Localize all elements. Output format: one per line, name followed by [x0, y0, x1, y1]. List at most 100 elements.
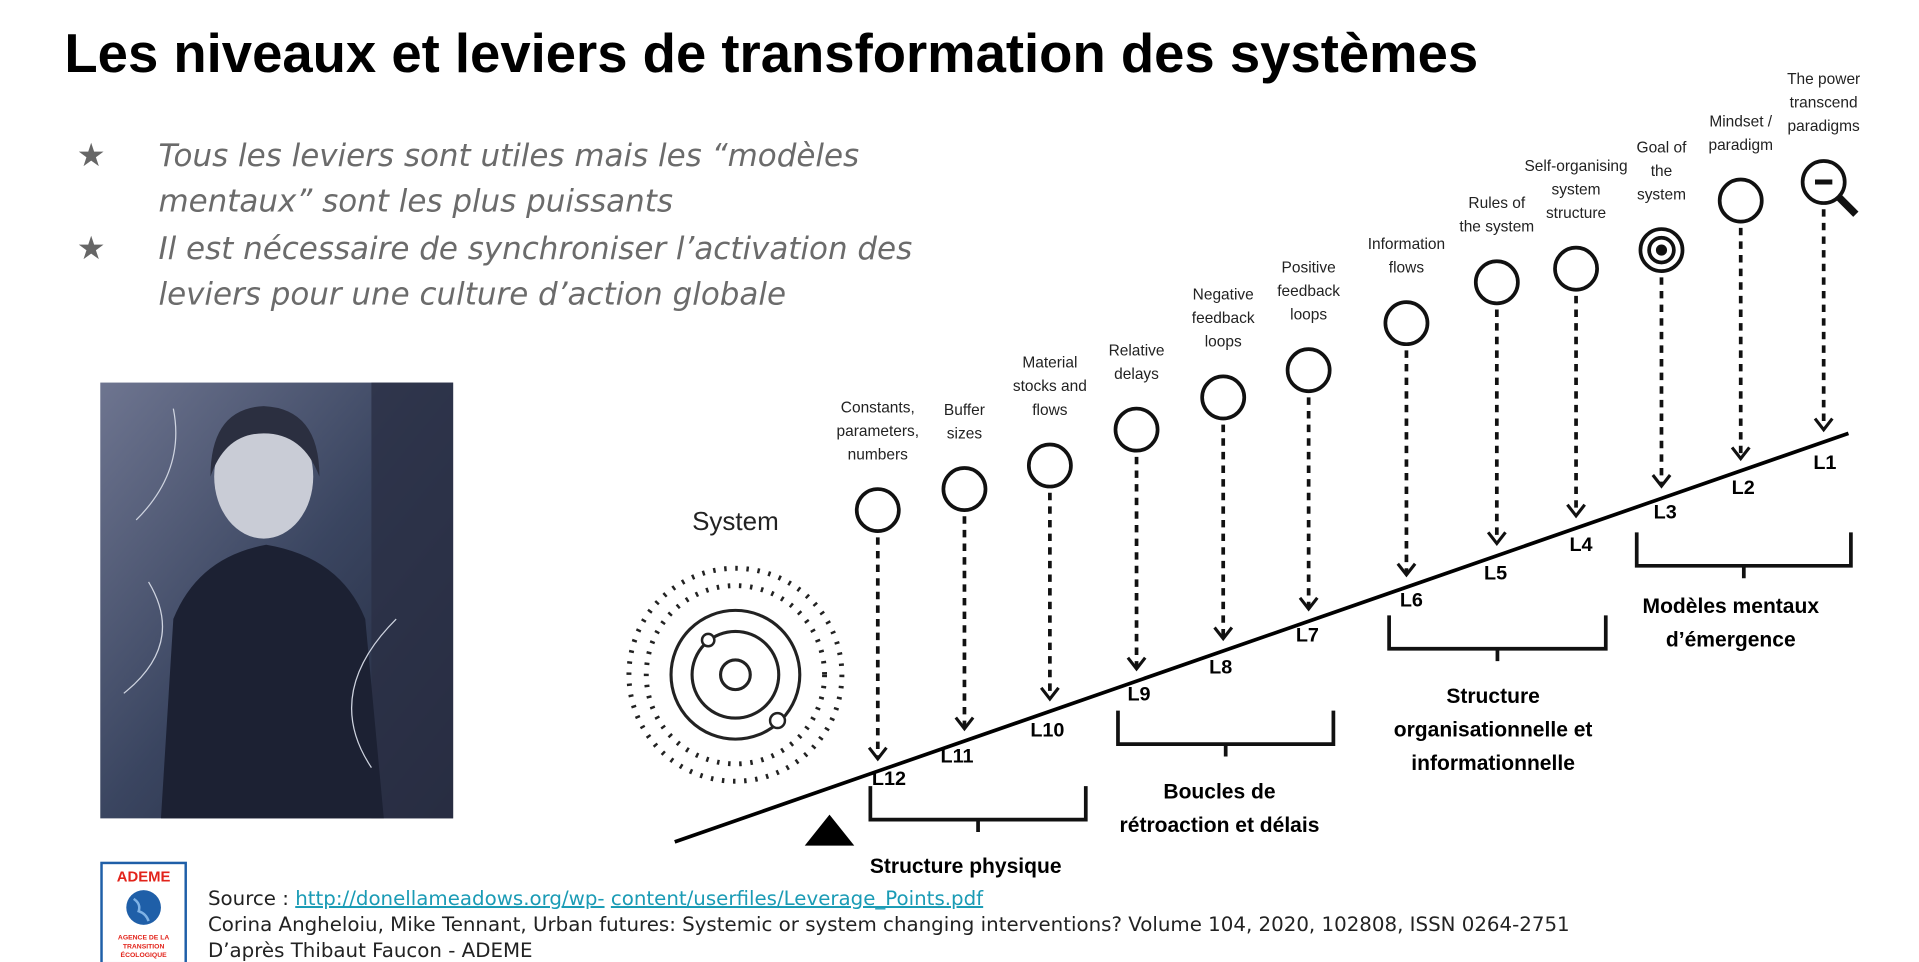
- level-caption: Positive: [1282, 259, 1336, 276]
- level-caption: Information: [1368, 236, 1445, 253]
- group-label: Structure: [1446, 685, 1540, 708]
- svg-text:TRANSITION: TRANSITION: [123, 943, 165, 950]
- level-caption: Constants,: [841, 399, 915, 416]
- citation: Corina Angheloiu, Mike Tennant, Urban fu…: [208, 913, 1570, 936]
- org-chart-icon: [1383, 300, 1430, 347]
- level-caption: Negative: [1193, 287, 1254, 304]
- negative-loop-icon: [1200, 374, 1247, 421]
- level-caption: flows: [1389, 259, 1425, 276]
- bullet-list: ★ Tous les leviers sont utiles mais les …: [77, 136, 912, 313]
- arrow-head-icon: [1566, 503, 1586, 519]
- source-label: Source :: [208, 887, 295, 910]
- bullet-2-line-2: leviers pour une culture d’action global…: [158, 277, 786, 313]
- system-illustration: System: [626, 506, 845, 784]
- sliders-icon: [854, 487, 901, 533]
- level-caption: system: [1552, 181, 1601, 198]
- level-caption: Mindset /: [1709, 113, 1772, 130]
- level-caption: transcend: [1790, 95, 1858, 112]
- arrow-head-icon: [1298, 596, 1319, 612]
- rules-icon: [1473, 259, 1520, 306]
- portrait-photo: [100, 382, 454, 819]
- group-label: Modèles mentaux: [1643, 595, 1820, 618]
- level-caption: structure: [1546, 205, 1606, 222]
- arrow-head-icon: [1813, 417, 1834, 433]
- level-caption: sizes: [947, 425, 983, 442]
- level-caption: paradigms: [1788, 118, 1860, 135]
- system-label: System: [692, 506, 779, 536]
- level-caption: the system: [1459, 219, 1534, 236]
- level-caption: loops: [1205, 334, 1242, 351]
- level-code: L11: [941, 746, 974, 768]
- arrow-head-icon: [1396, 562, 1417, 578]
- group-label: informationnelle: [1411, 752, 1575, 775]
- arrow-head-icon: [1126, 656, 1147, 672]
- level-code: L4: [1569, 534, 1592, 556]
- network-icon: [1553, 245, 1599, 292]
- fulcrum-triangle: [804, 814, 855, 846]
- star-icon: ★: [77, 136, 106, 174]
- group-label: organisationnelle et: [1394, 719, 1593, 742]
- level-caption: The power: [1787, 71, 1860, 88]
- leverage-line: [674, 431, 1850, 844]
- group-bracket: Structure physique: [868, 786, 1088, 878]
- bullet-1-line-2: mentaux” sont les plus puissants: [158, 184, 673, 220]
- level-caption: paradigm: [1708, 137, 1772, 154]
- group-label: Structure physique: [870, 855, 1062, 878]
- arrow-head-icon: [1213, 626, 1234, 642]
- source-link-1[interactable]: http://donellameadows.org/wp-: [295, 887, 604, 910]
- hourglass-icon: [1113, 406, 1160, 453]
- level-caption: numbers: [848, 446, 908, 463]
- arrow-head-icon: [1730, 446, 1751, 462]
- target-icon: [1638, 227, 1685, 274]
- level-code: L2: [1732, 477, 1755, 499]
- magnifier-icon: [1800, 159, 1859, 217]
- credit: D’après Thibaut Faucon - ADEME: [208, 939, 533, 962]
- level-caption: Rules of: [1468, 195, 1525, 212]
- svg-text:ÉCOLOGIQUE: ÉCOLOGIQUE: [121, 950, 168, 959]
- level-caption: flows: [1032, 402, 1068, 419]
- level-caption: Relative: [1109, 342, 1165, 359]
- level-caption: Self-organising: [1524, 158, 1627, 175]
- svg-text:AGENCE DE LA: AGENCE DE LA: [118, 935, 169, 942]
- group-bracket: Structure organisationnelle et information…: [1387, 615, 1608, 775]
- level-code: L12: [872, 768, 906, 790]
- page-title: Les niveaux et leviers de transformation…: [64, 23, 1478, 84]
- level-code: L6: [1400, 590, 1423, 612]
- level-groups: Structure physique Boucles derétroaction …: [868, 532, 1853, 878]
- level-caption: parameters,: [837, 423, 920, 440]
- group-label: rétroaction et délais: [1120, 814, 1320, 837]
- svg-text:ADEME: ADEME: [117, 870, 171, 886]
- level-code: L5: [1484, 562, 1507, 584]
- arrow-head-icon: [1486, 531, 1507, 546]
- level-caption: stocks and: [1013, 378, 1087, 395]
- level-code: L9: [1127, 684, 1150, 706]
- source-line: Source : http://donellameadows.org/wp- c…: [208, 887, 984, 910]
- level-caption: loops: [1290, 306, 1327, 323]
- level-caption: feedback: [1192, 310, 1255, 327]
- level-caption: Buffer: [944, 402, 985, 419]
- arrow-head-icon: [1039, 686, 1060, 702]
- level-code: L1: [1813, 452, 1836, 474]
- level-code: L3: [1654, 502, 1677, 524]
- level-code: L7: [1296, 624, 1319, 646]
- arrow-head-icon: [1651, 474, 1672, 489]
- level-code: L10: [1030, 720, 1064, 742]
- source-link-2[interactable]: content/userfiles/Leverage_Points.pdf: [611, 887, 984, 910]
- level-code: L8: [1209, 657, 1232, 679]
- level-caption: Material: [1022, 355, 1077, 372]
- positive-loop-icon: [1285, 347, 1332, 394]
